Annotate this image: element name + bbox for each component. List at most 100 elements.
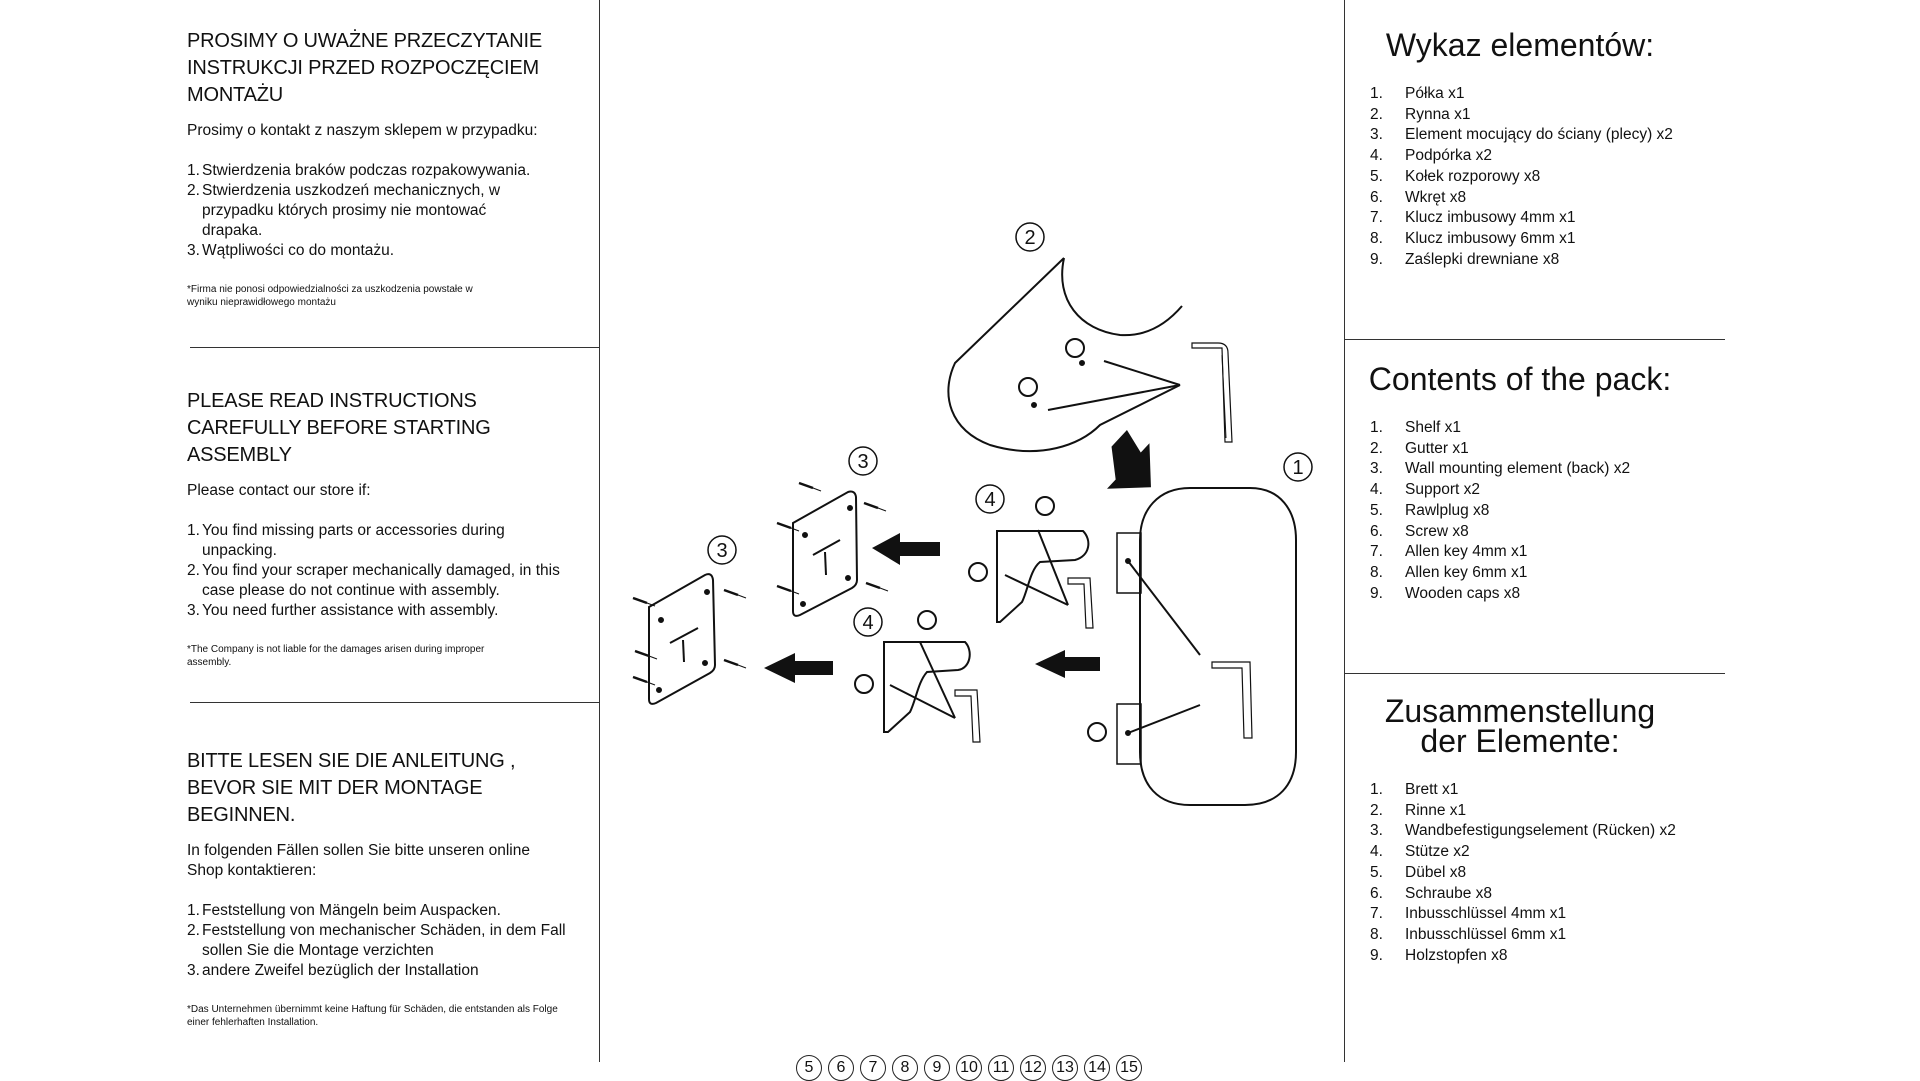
notice-list: 1.Feststellung von Mängeln beim Auspacke… [187,901,587,981]
arrow-icon [872,533,940,565]
notice-title: PROSIMY O UWAŻNE PRZECZYTANIE INSTRUKCJI… [187,30,542,106]
list-item: 2.You find your scraper mechanically dam… [187,562,560,599]
list-item: 1.Feststellung von Mängeln beim Auspacke… [187,902,501,919]
left-divider-1 [190,347,600,348]
list-item: 8.Inbusschlüssel 6mm x1 [1370,925,1567,943]
list-item: 2.Feststellung von mechanischer Schäden,… [187,922,566,959]
step-circle: 5 [796,1055,822,1081]
list-item: 3.andere Zweifel bezüglich der Installat… [187,962,479,979]
left-divider-2 [190,702,600,703]
label-circle-mount-a [848,446,878,476]
list-item: 8.Klucz imbusowy 6mm x1 [1370,229,1576,247]
step-indicator-row: 5 6 7 8 9 10 11 12 13 14 15 [796,1055,1142,1081]
label-support-a: 4 [984,489,995,511]
notice-english: PLEASE READ INSTRUCTIONS CAREFULLY BEFOR… [187,388,587,669]
notice-title: PLEASE READ INSTRUCTIONS CAREFULLY BEFOR… [187,390,491,466]
notice-title: BITTE LESEN SIE DIE ANLEITUNG , BEVOR SI… [187,750,516,826]
right-column-divider [1344,0,1345,1062]
assembly-diagram: 2 1 4 [631,222,1313,806]
notice-list: 1.You find missing parts or accessories … [187,521,587,621]
list-item: 1.Shelf x1 [1370,419,1462,436]
list-item: 4.Stütze x2 [1370,843,1470,861]
step-circle: 9 [924,1055,950,1081]
gutter-part [947,257,1233,453]
right-divider-1 [1345,339,1725,340]
support-part-lower [854,610,981,743]
arrow-icon [764,653,833,683]
label-mount-b: 3 [716,540,727,562]
arrow-icon [1035,650,1100,678]
shelf-part [1087,487,1297,806]
list-item: 5.Kołek rozporowy x8 [1370,167,1541,185]
contents-title: Contents of the pack: [1368,361,1672,397]
contents-title: Wykaz elementów: [1385,27,1655,63]
list-item: 1.Stwierdzenia braków podczas rozpakowyw… [187,162,531,179]
step-circle: 6 [828,1055,854,1081]
list-item: 7.Klucz imbusowy 4mm x1 [1370,209,1576,227]
step-circle: 14 [1084,1055,1110,1081]
wall-mount-part-lower [631,573,748,705]
label-circle-support-a [975,484,1005,514]
list-item: 2.Stwierdzenia uszkodzeń mechanicznych, … [187,182,501,239]
liability-note: *Firma nie ponosi odpowiedzialności za u… [187,284,473,308]
list-item: 4.Support x2 [1370,481,1480,499]
list-item: 4.Podpórka x2 [1370,147,1493,165]
liability-note: *Das Unternehmen übernimmt keine Haftung… [187,1004,558,1028]
step-circle: 8 [892,1055,918,1081]
list-item: 6.Schraube x8 [1370,884,1493,902]
list-item: 2.Rynna x1 [1370,105,1471,123]
list-item: 3.You need further assistance with assem… [187,602,499,619]
contents-list: 1.Półka x1 2.Rynna x1 3.Element mocujący… [1370,84,1700,270]
label-support-b: 4 [862,612,873,634]
step-circle: 15 [1116,1055,1142,1081]
notice-list: 1.Stwierdzenia braków podczas rozpakowyw… [187,161,587,261]
notice-german: BITTE LESEN SIE DIE ANLEITUNG , BEVOR SI… [187,748,587,1029]
list-item: 9.Zaślepki drewniane x8 [1370,250,1560,268]
list-item: 3.Wątpliwości co do montażu. [187,242,395,259]
list-item: 1.Brett x1 [1370,781,1459,798]
contents-title: Zusammenstellung der Elemente: [1384,693,1656,759]
contents-german: Zusammenstellung der Elemente: 1.Brett x… [1340,693,1700,966]
contents-polish: Wykaz elementów: 1.Półka x1 2.Rynna x1 3… [1340,27,1700,270]
label-circle-mount-b [707,535,737,565]
list-item: 3.Element mocujący do ściany (plecy) x2 [1370,126,1673,144]
label-circle-support-b [853,607,883,637]
notice-intro: Please contact our store if: [187,482,371,499]
list-item: 7.Inbusschlüssel 4mm x1 [1370,905,1567,923]
list-item: 3.Wandbefestigungselement (Rücken) x2 [1370,822,1676,840]
list-item: 7.Allen key 4mm x1 [1370,543,1528,561]
wall-mount-part-upper [775,481,890,617]
label-circle-shelf [1283,452,1313,482]
arrow-icon [1106,430,1151,489]
step-circle: 10 [956,1055,982,1081]
notice-intro: Prosimy o kontakt z naszym sklepem w prz… [187,122,538,139]
list-item: 2.Gutter x1 [1370,439,1469,457]
right-divider-2 [1345,673,1725,674]
list-item: 1.You find missing parts or accessories … [187,522,505,559]
step-circle: 11 [988,1055,1014,1081]
list-item: 5.Rawlplug x8 [1370,501,1490,519]
step-circle: 13 [1052,1055,1078,1081]
list-item: 1.Półka x1 [1370,85,1465,102]
list-item: 6.Wkręt x8 [1370,188,1467,206]
contents-english: Contents of the pack: 1.Shelf x1 2.Gutte… [1340,361,1700,604]
contents-list: 1.Shelf x1 2.Gutter x1 3.Wall mounting e… [1370,418,1700,604]
list-item: 2.Rinne x1 [1370,801,1467,819]
contents-list: 1.Brett x1 2.Rinne x1 3.Wandbefestigungs… [1370,780,1700,966]
list-item: 3.Wall mounting element (back) x2 [1370,460,1631,478]
label-circle-gutter [1015,222,1045,252]
label-shelf: 1 [1292,457,1303,479]
left-column-divider [599,0,600,1062]
liability-note: *The Company is not liable for the damag… [187,644,485,668]
list-item: 8.Allen key 6mm x1 [1370,563,1528,581]
notice-polish: PROSIMY O UWAŻNE PRZECZYTANIE INSTRUKCJI… [187,28,587,309]
support-part-upper [968,496,1094,629]
step-circle: 12 [1020,1055,1046,1081]
list-item: 9.Holzstopfen x8 [1370,946,1508,964]
notice-intro: In folgenden Fällen sollen Sie bitte uns… [187,842,530,879]
list-item: 6.Screw x8 [1370,522,1469,540]
label-mount-a: 3 [857,451,868,473]
label-gutter: 2 [1024,227,1035,249]
list-item: 5.Dübel x8 [1370,863,1467,881]
step-circle: 7 [860,1055,886,1081]
